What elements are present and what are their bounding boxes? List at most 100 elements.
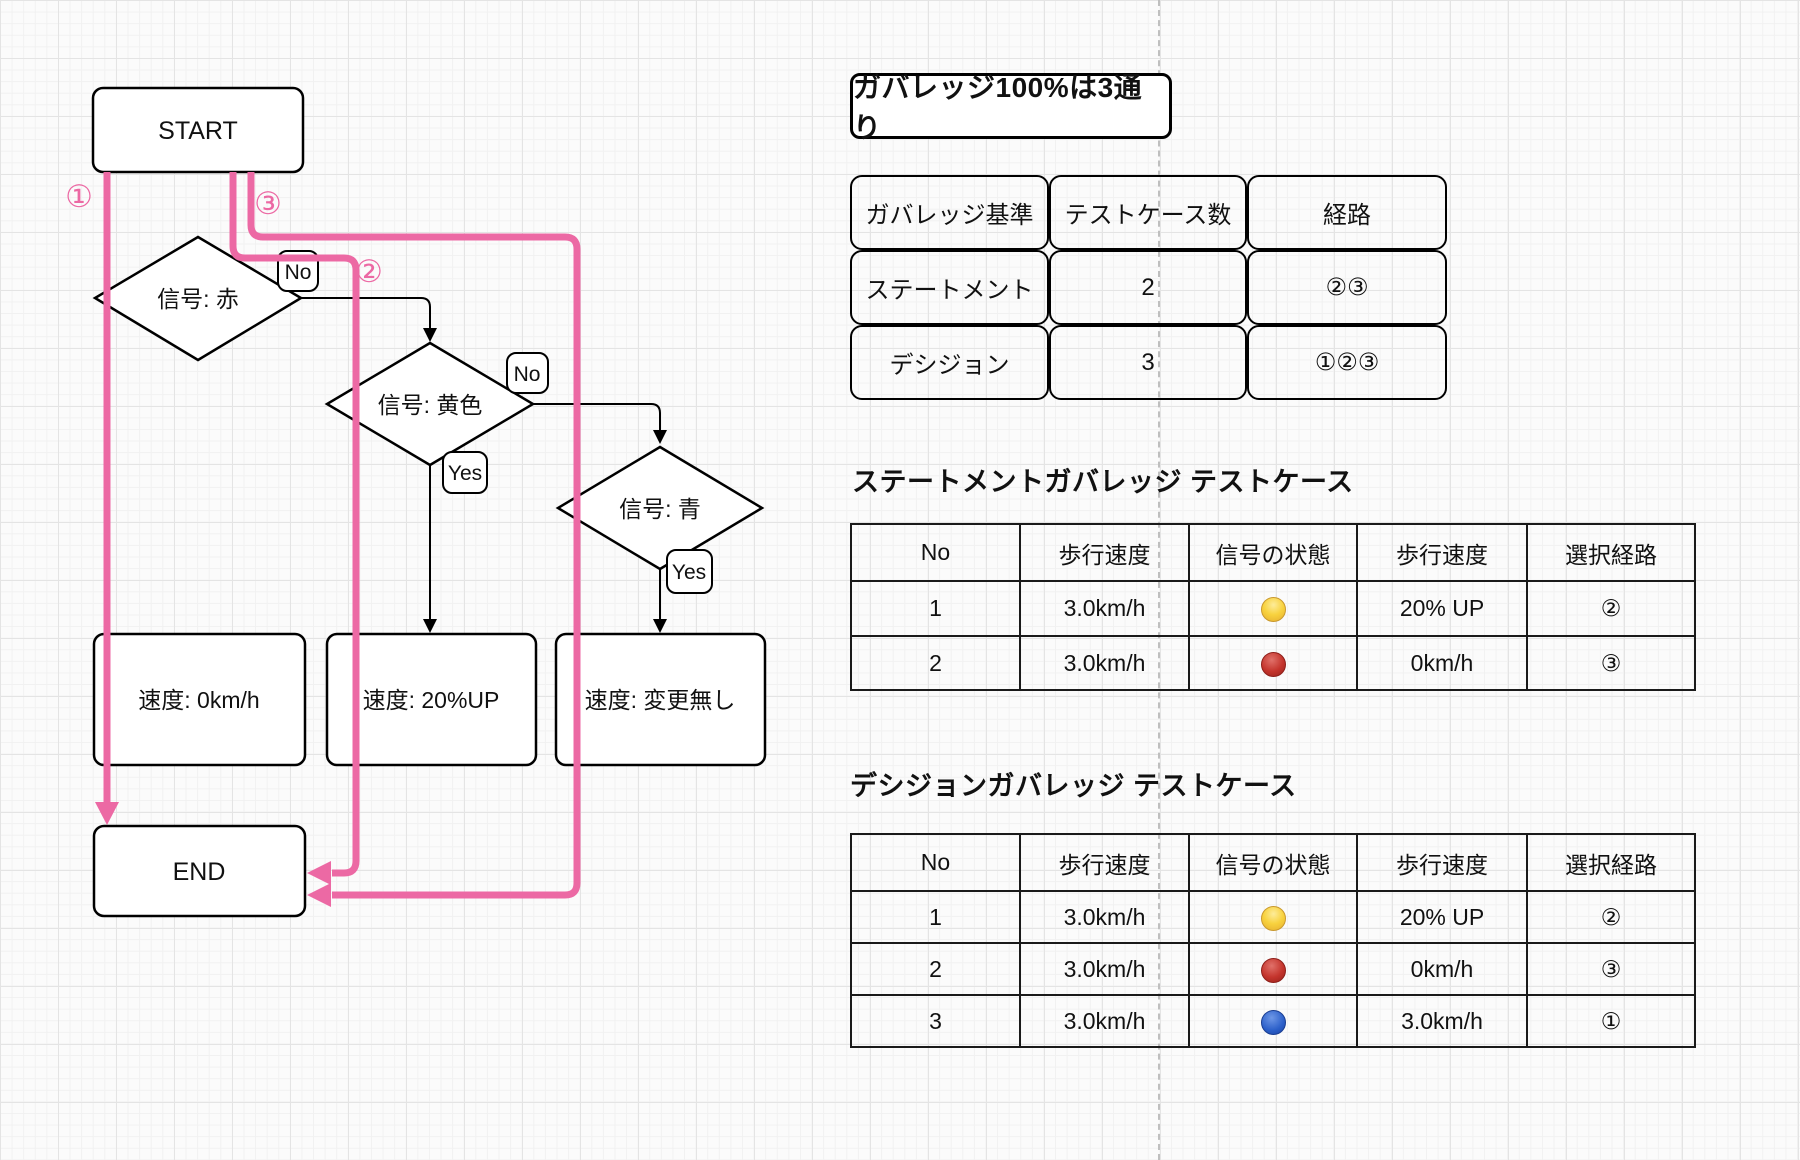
path-marker-3: ③ (254, 186, 282, 221)
signal-dot (1260, 957, 1286, 983)
chip-yes-blue-label: Yes (672, 561, 706, 584)
table-row: 1 3.0km/h 20% UP ② (850, 580, 1696, 637)
table-header-row: No 歩行速度 信号の状態 歩行速度 選択経路 (850, 833, 1696, 892)
signal-dot (1260, 905, 1286, 931)
arrowhead-icon (423, 328, 437, 342)
connector-red-no (301, 297, 431, 329)
table-cell: 0km/h (1356, 942, 1528, 996)
table-header-cell: 信号の状態 (1188, 833, 1358, 892)
coverage-note-box: ガバレッジ100%は3通り (850, 72, 1172, 143)
chip-no-red-label: No (285, 261, 312, 284)
signal-dot (1260, 597, 1286, 623)
decision-section-heading: デシジョンガバレッジ テストケース (850, 771, 1297, 801)
decision-test-table: No 歩行速度 信号の状態 歩行速度 選択経路 1 3.0km/h 20% UP… (850, 833, 1696, 1048)
label-chip-no-yellow (506, 352, 549, 394)
table-cell: ② (1526, 890, 1696, 944)
arrowhead-icon (95, 802, 119, 825)
table-header-cell: 信号の状態 (1188, 523, 1358, 582)
start-node (91, 86, 305, 174)
table-cell (1188, 635, 1358, 691)
coverage-paths (103, 172, 581, 899)
table-header-cell: 歩行速度 (1356, 833, 1528, 892)
table-cell: 3.0km/h (1019, 890, 1190, 944)
arrowhead-icon (307, 861, 331, 885)
table-cell: 3.0km/h (1356, 994, 1528, 1048)
action-speedup-label: 速度: 20%UP (363, 687, 500, 713)
table-cell: 0km/h (1356, 635, 1528, 691)
table-cell (1188, 994, 1358, 1048)
decision-red-label: 信号: 赤 (157, 286, 239, 312)
table-cell: 2 (850, 942, 1021, 996)
decision-yellow-label: 信号: 黄色 (378, 392, 483, 418)
table-row: 2 3.0km/h 0km/h ③ (850, 942, 1696, 996)
path-marker-1: ① (65, 179, 93, 214)
table-header-row: No 歩行速度 信号の状態 歩行速度 選択経路 (850, 523, 1696, 582)
arrowhead-icon (653, 619, 667, 633)
table-cell: 20% UP (1356, 890, 1528, 944)
table-cell: ②③ (1247, 250, 1447, 325)
arrowhead-icon (653, 430, 667, 444)
table-header-cell: 歩行速度 (1019, 833, 1190, 892)
table-cell: 1 (850, 580, 1021, 637)
table-cell: 2 (1049, 250, 1247, 325)
table-header-cell: 歩行速度 (1019, 523, 1190, 582)
action-node-nochange (554, 632, 767, 767)
table-cell: ③ (1526, 942, 1696, 996)
table-cell: 3 (1049, 325, 1247, 400)
arrowhead-icon (307, 883, 331, 907)
table-header-cell: 選択経路 (1526, 833, 1696, 892)
decision-node-yellow (324, 341, 536, 467)
statement-section-heading: ステートメントガバレッジ テストケース (852, 467, 1354, 497)
table-cell: 3.0km/h (1019, 635, 1190, 691)
table-row: 3 3.0km/h 3.0km/h ① (850, 994, 1696, 1048)
table-row: 2 3.0km/h 0km/h ③ (850, 635, 1696, 691)
coverage-path-3 (247, 172, 581, 899)
table-cell (1188, 580, 1358, 637)
end-label: END (173, 858, 226, 886)
table-cell: ① (1526, 994, 1696, 1048)
table-cell: ③ (1526, 635, 1696, 691)
table-cell: 2 (850, 635, 1021, 691)
connector-yellow-no (533, 403, 661, 431)
start-label: START (158, 117, 238, 145)
table-header-cell: テストケース数 (1049, 175, 1247, 250)
label-chip-yes-blue (666, 549, 713, 594)
flow-connectors (301, 297, 661, 620)
action-stop-label: 速度: 0km/h (138, 687, 259, 713)
decision-node-blue (555, 445, 765, 571)
chip-no-yellow-label: No (514, 363, 541, 386)
signal-dot (1260, 651, 1286, 677)
chip-yes-yellow-label: Yes (448, 462, 482, 485)
decision-blue-label: 信号: 青 (619, 496, 701, 522)
end-node (92, 824, 307, 918)
table-cell: 3.0km/h (1019, 580, 1190, 637)
coverage-summary-table: ガバレッジ基準 テストケース数 経路 ステートメント 2 ②③ デシジョン 3 … (850, 175, 1447, 400)
action-nochange-label: 速度: 変更無し (585, 687, 736, 713)
arrowhead-icon (423, 619, 437, 633)
label-chip-yes-yellow (442, 451, 488, 494)
table-cell: 3.0km/h (1019, 942, 1190, 996)
table-header-cell: ガバレッジ基準 (850, 175, 1049, 250)
action-node-stop (92, 632, 307, 767)
table-header-cell: 歩行速度 (1356, 523, 1528, 582)
table-cell: ①②③ (1247, 325, 1447, 400)
table-cell: ステートメント (850, 250, 1049, 325)
table-cell: 20% UP (1356, 580, 1528, 637)
table-header-cell: 経路 (1247, 175, 1447, 250)
statement-test-table: No 歩行速度 信号の状態 歩行速度 選択経路 1 3.0km/h 20% UP… (850, 523, 1696, 691)
table-header-cell: 選択経路 (1526, 523, 1696, 582)
table-cell: デシジョン (850, 325, 1049, 400)
table-cell (1188, 890, 1358, 944)
table-cell: ② (1526, 580, 1696, 637)
table-cell (1188, 942, 1358, 996)
table-row: 1 3.0km/h 20% UP ② (850, 890, 1696, 944)
flow-arrowheads (423, 328, 667, 633)
signal-dot (1260, 1009, 1286, 1035)
table-cell: 3.0km/h (1019, 994, 1190, 1048)
table-header-cell: No (850, 833, 1021, 892)
table-cell: 3 (850, 994, 1021, 1048)
action-node-speedup (325, 632, 538, 767)
flowchart: START 信号: 赤 信号: 黄色 信号: 青 速度: 0km/h 速度: 2… (65, 86, 767, 918)
path-marker-2: ② (355, 254, 383, 289)
